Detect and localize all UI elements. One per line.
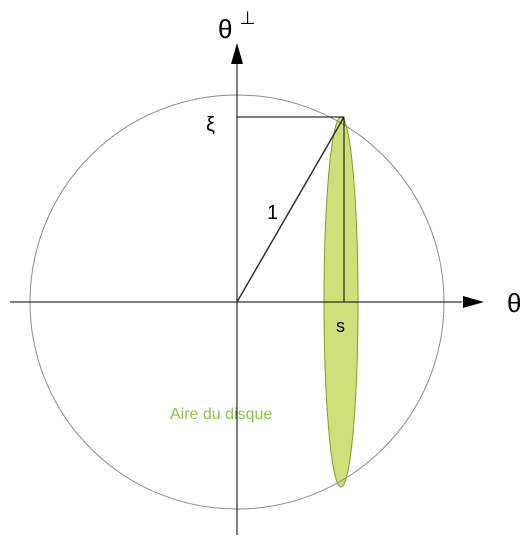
xi-label: ξ [206, 114, 215, 136]
s-label: s [336, 316, 345, 336]
theta-perp-axis-arrow [231, 43, 243, 64]
disk-area-label: Aire du disque [170, 406, 272, 423]
theta-label: θ [507, 288, 520, 318]
radius-line [236, 116, 345, 303]
theta-perp-letter: θ [218, 14, 232, 44]
theta-axis-arrow [463, 296, 484, 308]
theta-perp-label: θ ⊥ [218, 8, 255, 44]
perp-superscript: ⊥ [240, 8, 256, 28]
radius-label: 1 [267, 202, 278, 224]
